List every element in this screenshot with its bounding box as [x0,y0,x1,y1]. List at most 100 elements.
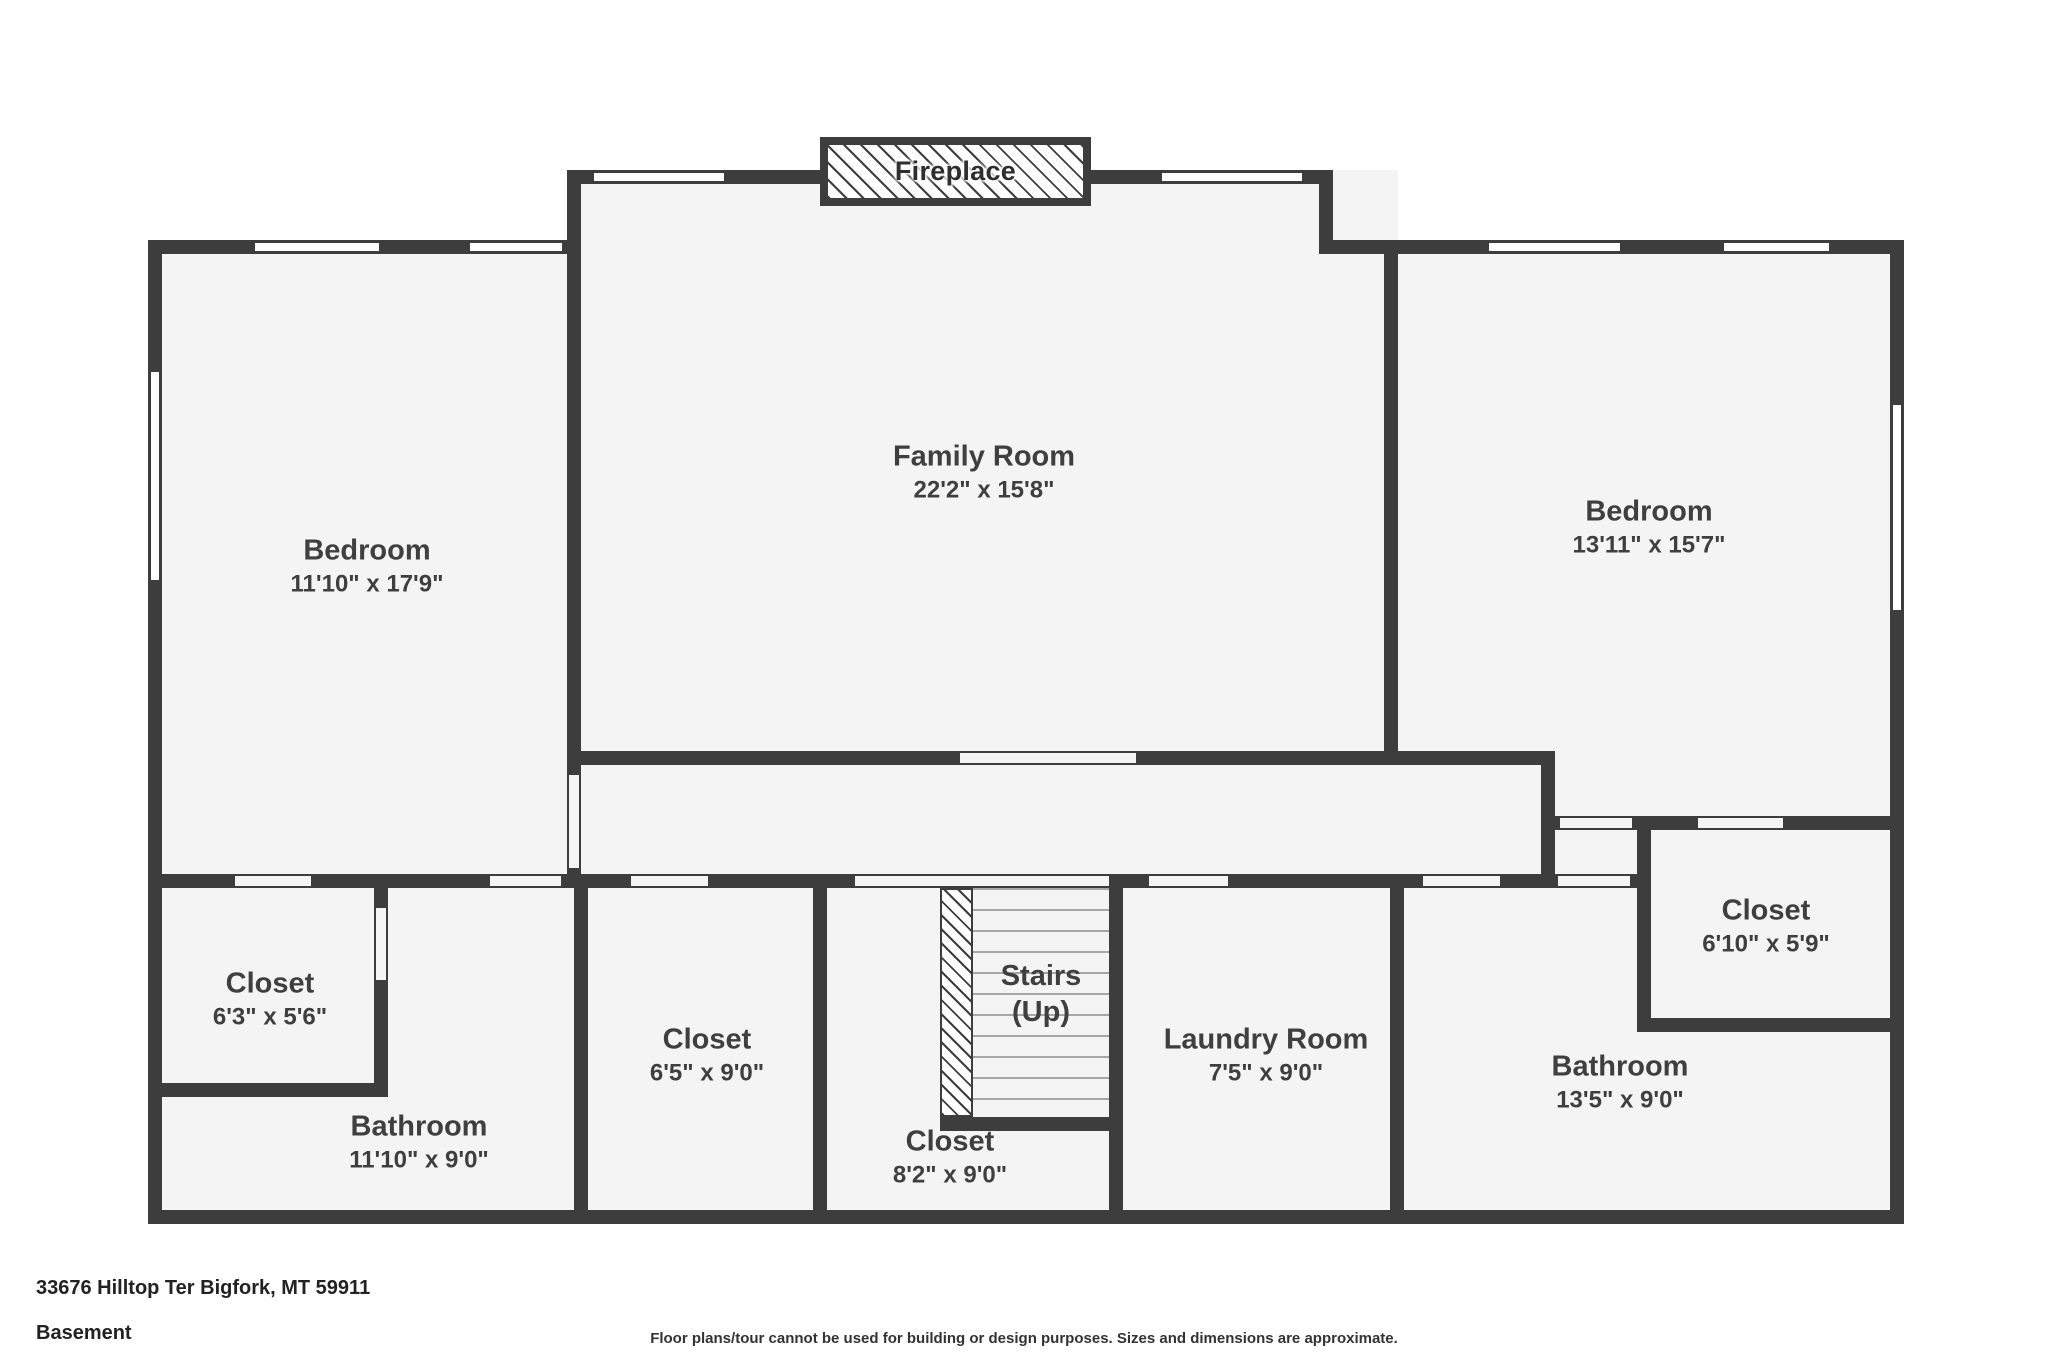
room-name: Bathroom [1551,1050,1689,1083]
wall [1632,816,1698,830]
wall [1637,830,1651,1032]
wall [1390,888,1404,1210]
stairs-name: Stairs [1000,959,1082,992]
wall [1109,888,1123,1210]
window [255,240,379,254]
wall [1890,240,1904,405]
door-opening [374,908,388,980]
room-dimensions: 6'3" x 5'6" [212,1003,328,1031]
window [1890,405,1904,610]
wall [1890,610,1904,1224]
wall [1228,874,1404,888]
wall [1384,254,1398,765]
room-label-closet-left: Closet 6'3" x 5'6" [213,965,327,1032]
wall [148,874,235,888]
wall [574,888,588,1210]
footer-floor-label: Basement [36,1322,132,1344]
wall [148,580,162,1224]
fireplace: Fireplace [820,137,1091,206]
wall [1541,751,1555,888]
wall [374,888,388,908]
wall [148,1083,388,1097]
door-opening [1698,816,1783,830]
room-name: Closet [905,1125,995,1158]
door-opening [567,775,581,868]
wall [1109,874,1149,888]
wall [1404,874,1423,888]
room-label-closet-stairs: Closet 8'2" x 9'0" [893,1123,1007,1190]
door-opening [1149,874,1228,888]
room-label-family-room: Family Room 22'2" x 15'8" [893,438,1075,505]
room-floor [1384,240,1904,1224]
wall [1136,751,1555,765]
room-dimensions: 11'10" x 9'0" [349,1146,489,1174]
room-name: Bedroom [303,534,431,567]
room-dimensions: 6'10" x 5'9" [1702,930,1830,958]
window [594,170,724,184]
room-label-bedroom-left: Bedroom 11'10" x 17'9" [291,532,444,599]
wall [311,874,490,888]
door-opening [1558,874,1630,888]
room-name: Closet [225,967,315,1000]
door-opening [1560,816,1632,830]
room-label-closet-center: Closet 6'5" x 9'0" [650,1021,764,1088]
room-label-bedroom-right: Bedroom 13'11" x 15'7" [1573,493,1726,560]
door-opening [940,874,1109,888]
window [1489,240,1620,254]
wall [1319,240,1489,254]
room-label-bathroom-left: Bathroom 11'10" x 9'0" [349,1108,489,1175]
room-floor [148,240,581,1224]
door-opening [235,874,311,888]
wall [1630,874,1637,888]
footer-disclaimer: Floor plans/tour cannot be used for buil… [650,1330,1398,1347]
stair-treads [973,888,1109,1117]
room-name: Bathroom [350,1110,488,1143]
door-opening [855,874,940,888]
room-dimensions: 6'5" x 9'0" [649,1059,765,1087]
wall [148,240,255,254]
door-opening [960,751,1136,765]
door-opening [1423,874,1500,888]
room-dimensions: 13'5" x 9'0" [1556,1086,1684,1114]
window [1162,170,1302,184]
stairs-direction: (Up) [1012,996,1070,1028]
wall [813,888,827,1210]
window [1724,240,1829,254]
window [148,372,162,580]
wall [1620,240,1724,254]
room-dimensions: 22'2" x 15'8" [913,476,1055,504]
wall [1091,170,1162,184]
fireplace-label: Fireplace [894,156,1017,186]
stairs-label: Stairs (Up) [1001,958,1082,1031]
door-opening [631,874,708,888]
wall [708,874,855,888]
room-name: Closet [662,1023,752,1056]
room-name: Bedroom [1585,495,1713,528]
wall [1829,240,1904,254]
wall [567,170,581,775]
wall [581,874,631,888]
wall [940,1117,1123,1131]
room-label-closet-right: Closet 6'10" x 5'9" [1702,892,1830,959]
room-name: Closet [1721,894,1811,927]
room-dimensions: 7'5" x 9'0" [1208,1059,1324,1087]
door-opening [490,874,561,888]
room-name: Laundry Room [1163,1023,1369,1056]
wall [1783,816,1904,830]
room-label-bathroom-right: Bathroom 13'5" x 9'0" [1552,1048,1689,1115]
wall [561,874,581,888]
wall [1319,170,1333,254]
window [470,240,562,254]
room-dimensions: 13'11" x 15'7" [1572,531,1726,559]
wall [374,980,388,1097]
wall [724,170,820,184]
stair-railing-hatch [940,888,973,1117]
room-dimensions: 8'2" x 9'0" [892,1161,1008,1189]
wall [567,751,960,765]
room-label-laundry-room: Laundry Room 7'5" x 9'0" [1164,1021,1369,1088]
footer-address: 33676 Hilltop Ter Bigfork, MT 59911 [36,1277,371,1299]
wall [148,1210,1904,1224]
room-dimensions: 11'10" x 17'9" [290,570,444,598]
wall [1637,1018,1904,1032]
